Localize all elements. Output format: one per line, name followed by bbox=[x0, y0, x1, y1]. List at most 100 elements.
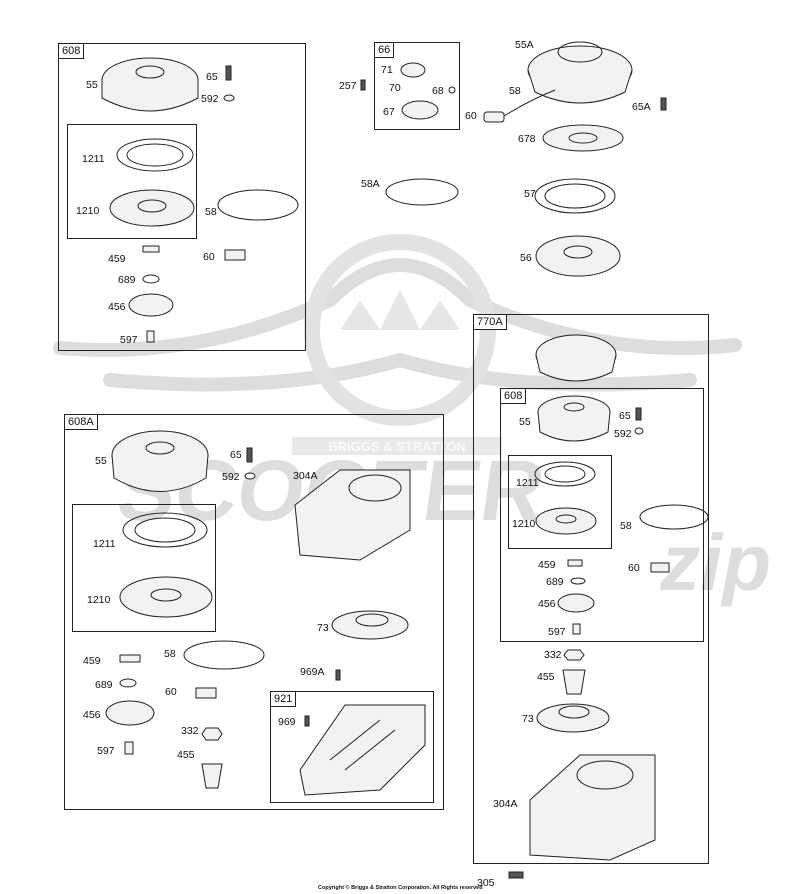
pulley-56 bbox=[535, 235, 621, 277]
rope-58-top bbox=[217, 189, 299, 221]
part-label-597: 597 bbox=[120, 334, 138, 346]
retainer-456-right bbox=[557, 593, 595, 613]
part-label-597-608A: 597 bbox=[97, 745, 115, 757]
screw-597-left bbox=[124, 741, 134, 755]
part-label-73-right: 73 bbox=[522, 713, 534, 725]
group-box-921: 921 bbox=[270, 691, 434, 803]
part-label-65: 65 bbox=[206, 71, 218, 83]
watermark-brand-text: BRIGGS & STRATTON bbox=[328, 439, 465, 454]
part-label-305: 305 bbox=[477, 877, 495, 889]
group-tag-66: 66 bbox=[374, 42, 395, 58]
group-tag-770A: 770A bbox=[473, 314, 507, 330]
spring-57 bbox=[534, 178, 616, 214]
spring-1211-left bbox=[122, 512, 208, 548]
part-label-60-608A: 60 bbox=[165, 686, 177, 698]
part-label-58-right: 58 bbox=[620, 520, 632, 532]
washer-678 bbox=[542, 124, 624, 152]
ratchet-67 bbox=[401, 100, 439, 120]
ball-68 bbox=[448, 86, 456, 94]
part-label-68: 68 bbox=[432, 85, 444, 97]
part-label-689: 689 bbox=[118, 274, 136, 286]
part-label-592: 592 bbox=[201, 93, 219, 105]
part-label-1210-608A: 1210 bbox=[87, 594, 111, 606]
washer-592-top bbox=[223, 94, 235, 102]
bolt-65-right bbox=[635, 407, 642, 421]
part-label-689-right: 689 bbox=[546, 576, 564, 588]
housing-55A bbox=[527, 41, 633, 104]
rope-58-left bbox=[183, 640, 265, 670]
group-box-770A: 770A bbox=[473, 314, 709, 864]
part-label-456: 456 bbox=[108, 301, 126, 313]
group-box-608A: 608A bbox=[64, 414, 444, 810]
pulley-1210-right bbox=[535, 507, 597, 535]
part-label-65-right: 65 bbox=[619, 410, 631, 422]
part-label-1211-608A: 1211 bbox=[93, 538, 116, 550]
part-label-597-right: 597 bbox=[548, 626, 566, 638]
bolt-305 bbox=[508, 871, 524, 879]
blower-housing-921 bbox=[299, 704, 426, 796]
part-label-455-608A: 455 bbox=[177, 749, 195, 761]
part-label-456-608A: 456 bbox=[83, 709, 101, 721]
nut-332-right bbox=[563, 649, 585, 661]
spring-1211-right bbox=[534, 461, 596, 487]
group-tag-921: 921 bbox=[270, 691, 297, 707]
clip-689-right bbox=[570, 577, 586, 585]
part-label-455-right: 455 bbox=[537, 671, 555, 683]
part-label-459: 459 bbox=[108, 253, 126, 265]
group-tag-608-top: 608 bbox=[58, 43, 85, 59]
screw-597-top bbox=[146, 330, 155, 343]
clutch-71 bbox=[400, 62, 426, 78]
part-label-58A: 58A bbox=[361, 178, 380, 190]
blower-housing-304A-right bbox=[529, 754, 656, 861]
watermark-logo-suffix: zip bbox=[659, 518, 771, 607]
part-label-60: 60 bbox=[203, 251, 215, 263]
spring-1211-top bbox=[116, 138, 194, 172]
rope-handle-60-right bbox=[483, 89, 556, 123]
part-label-73-608A: 73 bbox=[317, 622, 329, 634]
screw-257 bbox=[360, 79, 366, 91]
group-box-608-right: 608 bbox=[500, 388, 704, 642]
screw-969A bbox=[335, 669, 341, 681]
part-label-304A-608A: 304A bbox=[293, 470, 318, 482]
part-label-332-608A: 332 bbox=[181, 725, 199, 737]
part-label-456-right: 456 bbox=[538, 598, 556, 610]
part-label-55: 55 bbox=[86, 79, 98, 91]
part-label-678: 678 bbox=[518, 133, 536, 145]
part-label-304A-right: 304A bbox=[493, 798, 518, 810]
pawl-459-left bbox=[119, 654, 141, 663]
part-label-58-rope: 58 bbox=[509, 85, 521, 97]
nut-332-left bbox=[201, 727, 223, 741]
screen-73-right bbox=[536, 703, 610, 733]
washer-592-left bbox=[244, 472, 256, 480]
cup-455-right bbox=[562, 669, 586, 695]
part-label-71: 71 bbox=[381, 64, 393, 76]
part-label-459-right: 459 bbox=[538, 559, 556, 571]
pulley-1210-top bbox=[109, 189, 195, 227]
part-label-689-608A: 689 bbox=[95, 679, 113, 691]
part-label-60-right: 60 bbox=[628, 562, 640, 574]
part-label-55A: 55A bbox=[515, 39, 534, 51]
handle-60-right bbox=[650, 562, 670, 573]
subgroup-box-608A bbox=[72, 504, 216, 632]
group-box-608-top: 608 bbox=[58, 43, 306, 351]
part-label-459-608A: 459 bbox=[83, 655, 101, 667]
part-label-257: 257 bbox=[339, 80, 357, 92]
part-label-592-right: 592 bbox=[614, 428, 632, 440]
group-tag-608-right: 608 bbox=[500, 388, 527, 404]
part-label-592-608A: 592 bbox=[222, 471, 240, 483]
part-label-1211-right: 1211 bbox=[516, 477, 539, 489]
pawl-459-top bbox=[142, 245, 160, 253]
shroud-770A bbox=[535, 334, 617, 382]
clip-689-left bbox=[119, 678, 137, 688]
part-label-1210-right: 1210 bbox=[512, 518, 536, 530]
bolt-65-left bbox=[246, 447, 253, 463]
starter-housing-55-left bbox=[111, 430, 209, 492]
group-box-66: 66 bbox=[374, 42, 460, 130]
part-label-332-right: 332 bbox=[544, 649, 562, 661]
part-label-65A: 65A bbox=[632, 101, 651, 113]
part-label-58: 58 bbox=[205, 206, 217, 218]
subgroup-box-top bbox=[67, 124, 197, 239]
